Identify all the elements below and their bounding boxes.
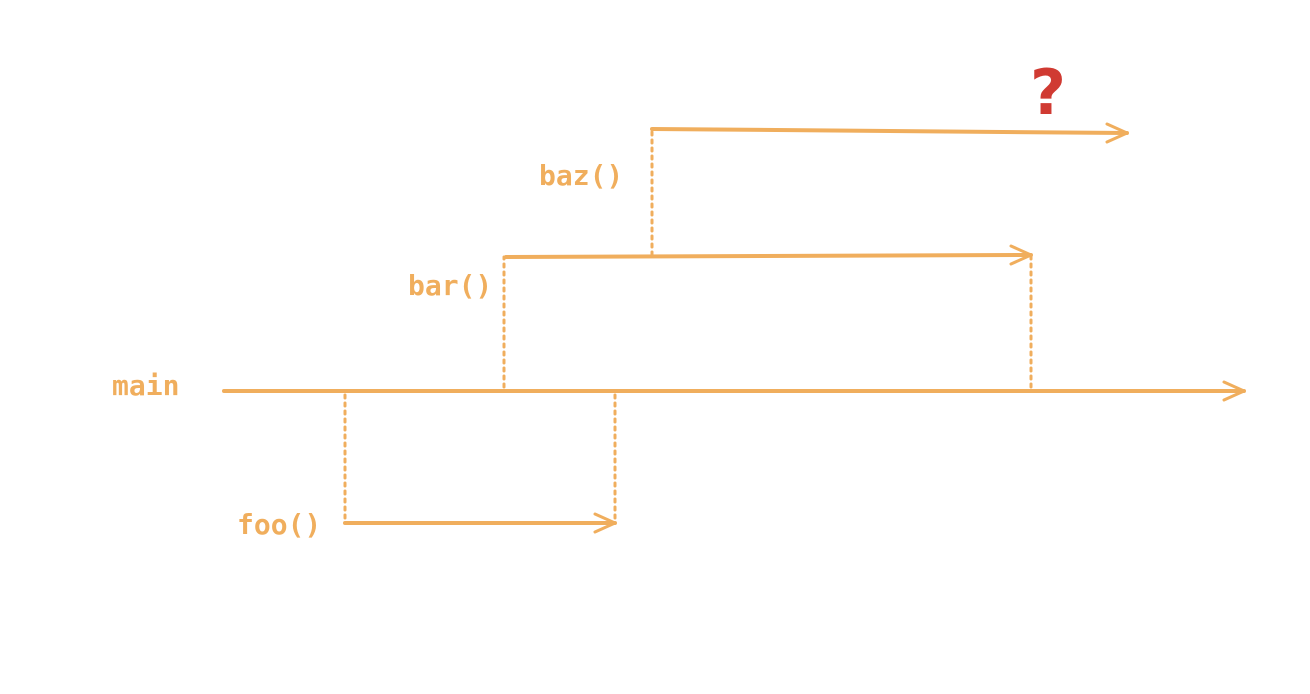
bar-label: bar(): [408, 269, 492, 302]
foo-label: foo(): [237, 508, 321, 541]
main-label: main: [112, 369, 179, 402]
main-arrowhead: [1222, 380, 1246, 402]
foo-arrowhead: [593, 512, 617, 534]
baz-label: baz(): [539, 159, 623, 192]
question-mark: ?: [1030, 56, 1066, 129]
bar-arrowhead: [1009, 244, 1033, 266]
baz-timeline: [650, 127, 1129, 135]
bar-timeline: [504, 253, 1033, 259]
baz-arrowhead: [1105, 122, 1129, 144]
